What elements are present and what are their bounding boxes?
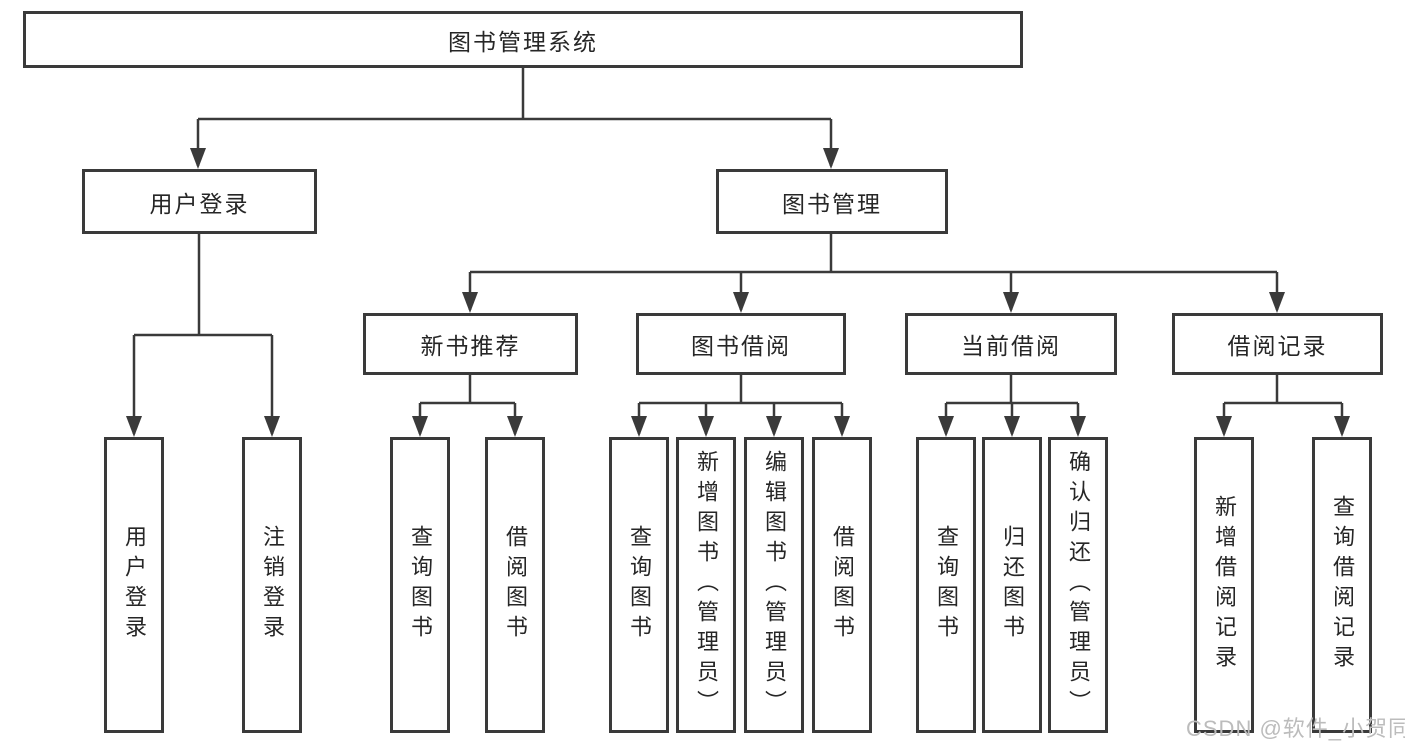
node-new-book-recommend: 新书推荐 (363, 313, 578, 375)
node-user-login: 用户登录 (82, 169, 317, 234)
leaf-edit-book-admin: 编辑图书（管理员） (744, 437, 804, 733)
node-current-borrowing: 当前借阅 (905, 313, 1117, 375)
leaf-add-borrow-record: 新增借阅记录 (1194, 437, 1254, 733)
leaf-logout: 注销登录 (242, 437, 302, 733)
csdn-watermark: CSDN @软件_小贺同学 (1186, 716, 1405, 741)
leaf-user-login: 用户登录 (104, 437, 164, 733)
leaf-query-borrow-record: 查询借阅记录 (1312, 437, 1372, 733)
node-borrow-records: 借阅记录 (1172, 313, 1383, 375)
node-root-library-system: 图书管理系统 (23, 11, 1023, 68)
leaf-query-books-recommend: 查询图书 (390, 437, 450, 733)
node-book-management: 图书管理 (716, 169, 948, 234)
node-book-borrowing: 图书借阅 (636, 313, 846, 375)
leaf-query-books-current: 查询图书 (916, 437, 976, 733)
leaf-add-book-admin: 新增图书（管理员） (676, 437, 736, 733)
leaf-borrow-books-recommend: 借阅图书 (485, 437, 545, 733)
leaf-borrow-books-borrowing: 借阅图书 (812, 437, 872, 733)
leaf-return-book: 归还图书 (982, 437, 1042, 733)
leaf-query-books-borrowing: 查询图书 (609, 437, 669, 733)
leaf-confirm-return-admin: 确认归还（管理员） (1048, 437, 1108, 733)
